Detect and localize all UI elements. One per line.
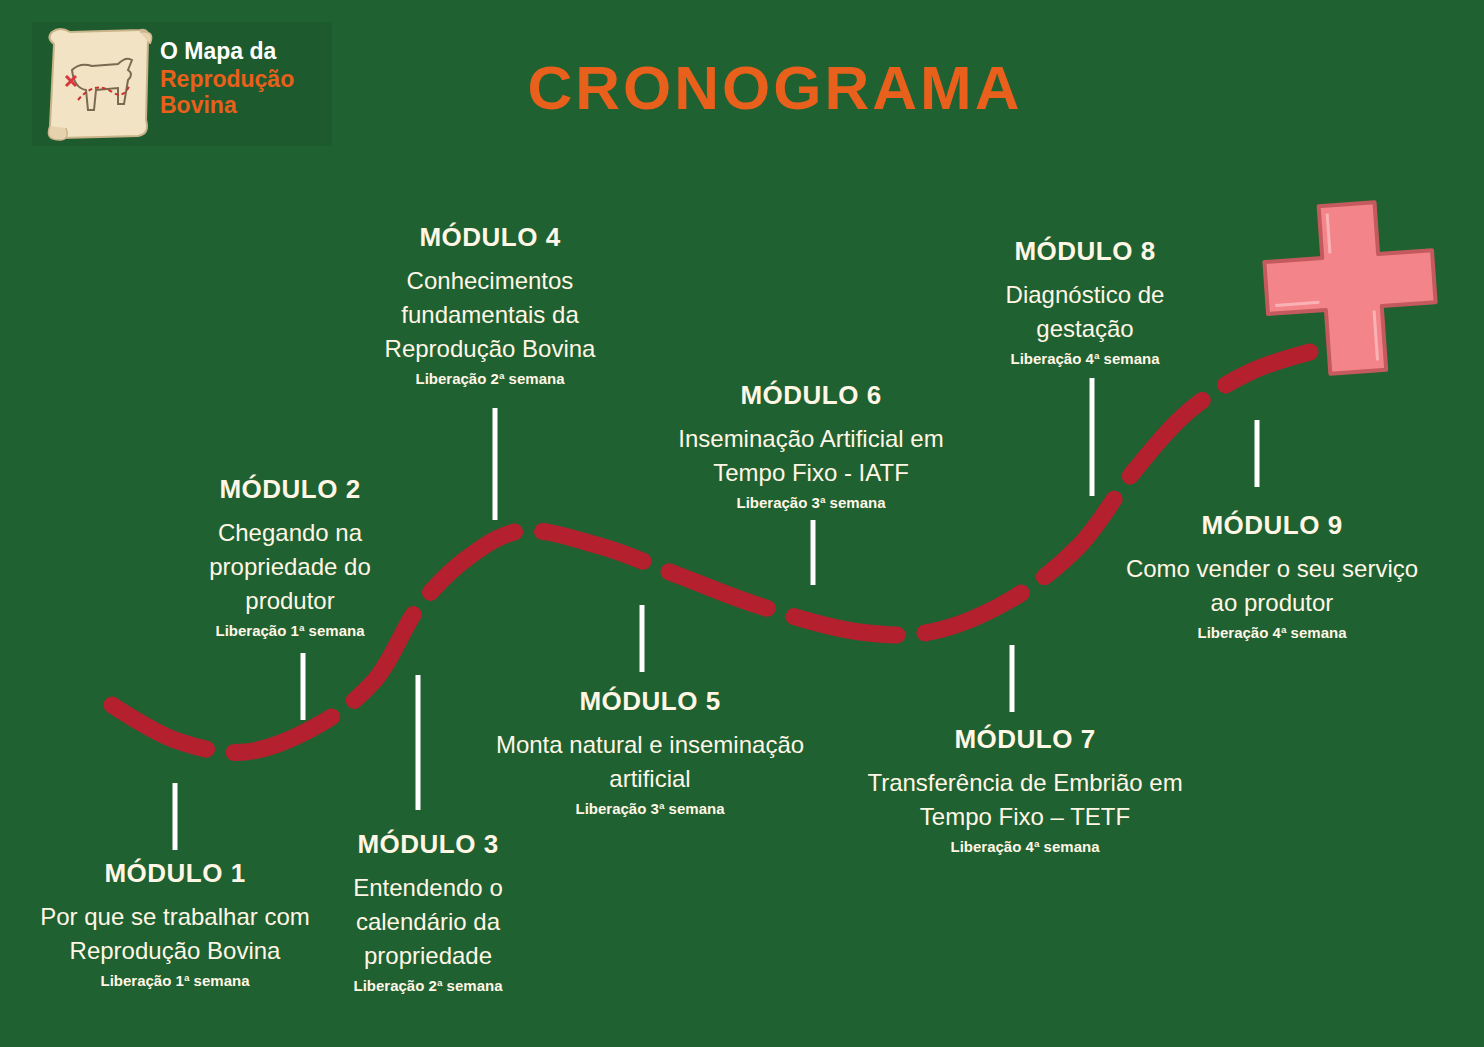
release-week: Liberação 4ª semana [1122, 622, 1422, 644]
module-block: MÓDULO 4 Conhecimentos fundamentais da Re… [340, 222, 640, 390]
module-number: MÓDULO 4 [340, 222, 640, 252]
module-title: Diagnóstico de gestação [970, 278, 1200, 346]
release-week: Liberação 2ª semana [321, 975, 536, 997]
leader-lines [175, 378, 1257, 850]
module-block: MÓDULO 6 Inseminação Artificial em Tempo … [646, 380, 976, 514]
release-week: Liberação 3ª semana [495, 798, 805, 820]
module-block: MÓDULO 1 Por que se trabalhar com Reprodu… [40, 858, 310, 992]
release-week: Liberação 2ª semana [340, 368, 640, 390]
module-title: Chegando na propriedade do produtor [173, 516, 408, 618]
module-title: Entendendo o calendário da propriedade [321, 871, 536, 973]
module-title: Transferência de Embrião em Tempo Fixo –… [840, 766, 1210, 834]
release-week: Liberação 4ª semana [970, 348, 1200, 370]
module-title: Conhecimentos fundamentais da Reprodução… [340, 264, 640, 366]
module-number: MÓDULO 6 [646, 380, 976, 410]
release-week: Liberação 3ª semana [646, 492, 976, 514]
target-cross [1261, 198, 1440, 377]
release-week: Liberação 1ª semana [173, 620, 408, 642]
module-block: MÓDULO 7 Transferência de Embrião em Temp… [840, 724, 1210, 858]
module-title: Monta natural e inseminação artificial [495, 728, 805, 796]
module-number: MÓDULO 2 [173, 474, 408, 504]
module-title: Inseminação Artificial em Tempo Fixo - I… [646, 422, 976, 490]
module-number: MÓDULO 3 [321, 829, 536, 859]
module-block: MÓDULO 8 Diagnóstico de gestaçãoLiberação… [970, 236, 1200, 370]
module-number: MÓDULO 5 [495, 686, 805, 716]
release-week: Liberação 4ª semana [840, 836, 1210, 858]
logo-text: O Mapa da [160, 38, 340, 64]
module-block: MÓDULO 5 Monta natural e inseminação arti… [495, 686, 805, 820]
module-number: MÓDULO 1 [40, 858, 310, 888]
logo-text: Reprodução Bovina [160, 66, 340, 118]
route-dashes [112, 352, 1310, 752]
release-week: Liberação 1ª semana [40, 970, 310, 992]
module-block: MÓDULO 2 Chegando na propriedade do produ… [173, 474, 408, 642]
module-block: MÓDULO 3 Entendendo o calendário da propr… [321, 829, 536, 997]
module-number: MÓDULO 8 [970, 236, 1200, 266]
page-title: CRONOGRAMA [400, 50, 1150, 126]
module-number: MÓDULO 9 [1122, 510, 1422, 540]
module-title: Como vender o seu serviço ao produtor [1122, 552, 1422, 620]
module-title: Por que se trabalhar com Reprodução Bovi… [40, 900, 310, 968]
module-number: MÓDULO 7 [840, 724, 1210, 754]
module-block: MÓDULO 9 Como vender o seu serviço ao pro… [1122, 510, 1422, 644]
